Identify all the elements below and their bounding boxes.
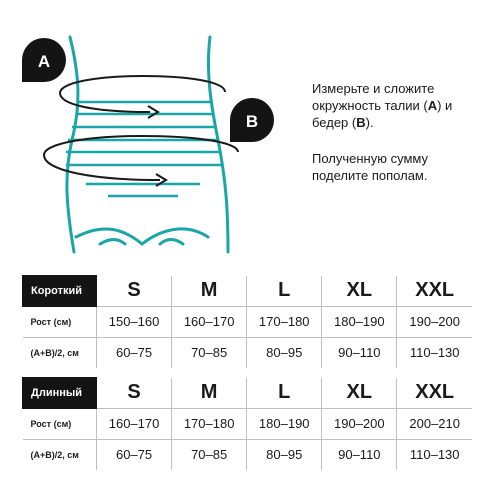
table-cell: 170–180 [246,305,323,338]
size-xxl: XXL [396,275,472,307]
table-cell: 180–190 [321,305,398,338]
row-label-height: Рост (см) [22,305,97,338]
table-cell: 80–95 [246,438,323,470]
size-header-row: Длинный S M L XL XXL [22,377,472,409]
table-cell: 60–75 [95,438,173,470]
type-label-short: Короткий [22,275,97,307]
size-l: L [246,275,323,307]
table-cell: 190–200 [396,305,472,338]
table-row: Рост (см) 160–170 170–180 180–190 190–20… [22,407,472,440]
size-m: M [171,377,248,409]
row-label-height: Рост (см) [22,407,97,440]
row-label-girth: (A+B)/2, см [22,438,97,470]
table-cell: 190–200 [321,407,398,440]
table-cell: 160–170 [95,407,173,440]
marker-a: A [22,38,66,82]
table-cell: 160–170 [171,305,248,338]
table-cell: 90–110 [321,336,398,368]
table-cell: 70–85 [171,438,248,470]
row-label-girth: (A+B)/2, см [22,336,97,368]
instruction-measure: Измерьте и сложите окружность талии (A) … [312,81,453,130]
size-l: L [246,377,323,409]
instructions: Измерьте и сложите окружность талии (A) … [312,80,482,203]
table-cell: 170–180 [171,407,248,440]
instruction-divide: Полученную сумму поделите пополам. [312,151,428,183]
table-cell: 180–190 [246,407,323,440]
table-cell: 110–130 [396,336,472,368]
torso-illustration: A B [22,35,274,254]
table-cell: 90–110 [321,438,398,470]
svg-text:A: A [38,52,50,71]
long-size-table: Длинный S M L XL XXL Рост (см) 160–170 1… [22,377,472,470]
torso-outline [65,35,230,254]
size-xl: XL [321,377,398,409]
table-row: (A+B)/2, см 60–75 70–85 80–95 90–110 110… [22,336,472,368]
table-row: Рост (см) 150–160 160–170 170–180 180–19… [22,305,472,338]
size-s: S [95,377,173,409]
table-row: (A+B)/2, см 60–75 70–85 80–95 90–110 110… [22,438,472,470]
size-xl: XL [321,275,398,307]
band-lines [66,100,222,198]
size-xxl: XXL [396,377,472,409]
svg-text:B: B [246,112,258,131]
hip-arrow [42,134,239,187]
table-cell: 80–95 [246,336,323,368]
table-cell: 200–210 [396,407,472,440]
short-size-table: Короткий S M L XL XXL Рост (см) 150–160 … [22,275,472,368]
table-cell: 150–160 [95,305,173,338]
waist-arrow [58,74,226,119]
size-header-row: Короткий S M L XL XXL [22,275,472,307]
table-cell: 110–130 [396,438,472,470]
size-s: S [95,275,173,307]
marker-b: B [230,98,274,142]
type-label-long: Длинный [22,377,97,409]
size-m: M [171,275,248,307]
table-cell: 60–75 [95,336,173,368]
table-cell: 70–85 [171,336,248,368]
